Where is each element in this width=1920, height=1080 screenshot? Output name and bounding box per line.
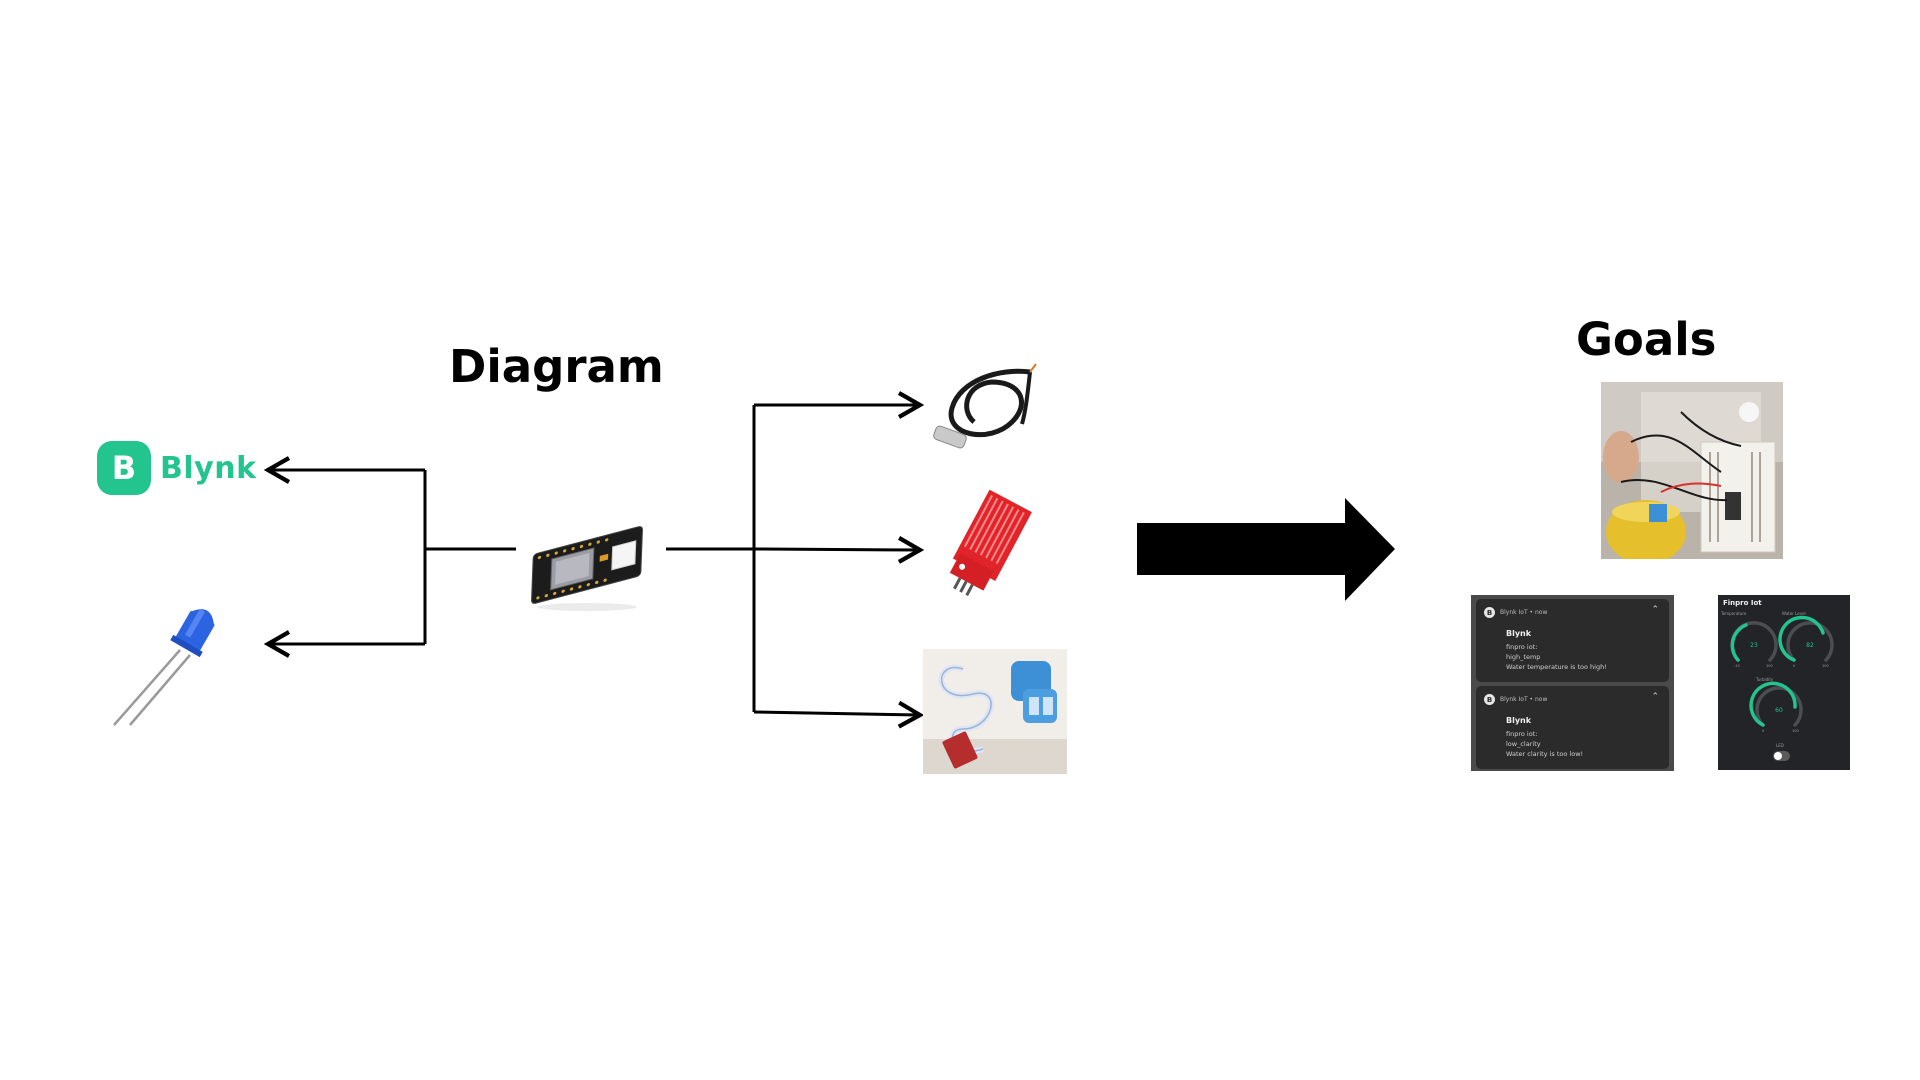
notification-app-name: Blynk <box>1506 716 1532 725</box>
toggle-knob <box>1774 752 1782 760</box>
gauge-max: 100 <box>1822 664 1829 668</box>
notification-line: Water clarity is too low! <box>1506 750 1584 758</box>
dashboard-title: Finpro Iot <box>1723 599 1762 607</box>
chevron-up-icon: ⌃ <box>1651 605 1659 615</box>
notification-line: low_clarity <box>1506 740 1541 748</box>
ds18b20-probe-icon <box>933 363 1037 449</box>
dashboard-screenshot: Finpro Iot Temperature Water Level Turbi… <box>1718 595 1850 770</box>
gauge-max: 100 <box>1766 664 1773 668</box>
gauge-min: 0 <box>1762 729 1765 733</box>
notification-card: B Blynk IoT • now ⌃ Blynk finpro iot: hi… <box>1476 599 1669 682</box>
arrow-to-water-sensor <box>753 536 925 564</box>
prototype-photo <box>1601 382 1783 559</box>
gauge-min: -10 <box>1734 664 1740 668</box>
notification-header: B Blynk IoT • now <box>1484 607 1547 618</box>
diagram-title: Diagram <box>449 340 664 393</box>
water-level-sensor-icon <box>949 490 1032 597</box>
gauge-min: 0 <box>1793 664 1796 668</box>
notification-line: finpro iot: <box>1506 643 1538 651</box>
arrow-to-turbidity-sensor <box>753 700 925 729</box>
big-right-arrow-icon <box>1137 498 1395 601</box>
gauge-value: 60 <box>1775 707 1783 714</box>
blynk-app-icon: B <box>1484 694 1495 705</box>
gauge-label: Turbidity <box>1756 677 1774 682</box>
blue-led-icon <box>113 608 215 726</box>
led-toggle[interactable] <box>1773 751 1790 761</box>
blynk-app-icon: B <box>1484 607 1495 618</box>
toggle-label: LED <box>1776 743 1784 748</box>
gauge-value: 23 <box>1750 642 1758 649</box>
gauge-value: 82 <box>1806 642 1814 649</box>
turbidity-sensor-icon <box>923 649 1067 774</box>
chevron-up-icon: ⌃ <box>1651 692 1659 702</box>
notification-source: Blynk IoT • now <box>1500 609 1548 616</box>
blynk-wordmark: Blynk <box>160 450 257 486</box>
notification-line: Water temperature is too high! <box>1506 663 1607 671</box>
gauge-max: 100 <box>1792 729 1799 733</box>
notification-source: Blynk IoT • now <box>1500 696 1548 703</box>
notifications-screenshot: B Blynk IoT • now ⌃ Blynk finpro iot: hi… <box>1471 595 1674 771</box>
gauge-label: Water Level <box>1782 611 1806 616</box>
goals-title: Goals <box>1576 313 1717 366</box>
gauge-label: Temperature <box>1721 611 1747 616</box>
notification-line: finpro iot: <box>1506 730 1538 738</box>
notification-header: B Blynk IoT • now <box>1484 694 1547 705</box>
notification-line: high_temp <box>1506 653 1541 661</box>
esp32-board-icon <box>531 526 643 611</box>
gauge-arcs <box>1730 615 1834 727</box>
blynk-badge: B <box>97 441 151 495</box>
notification-app-name: Blynk <box>1506 629 1532 638</box>
blynk-logo: B Blynk <box>97 440 257 496</box>
notification-card: B Blynk IoT • now ⌃ Blynk finpro iot: lo… <box>1476 686 1669 769</box>
